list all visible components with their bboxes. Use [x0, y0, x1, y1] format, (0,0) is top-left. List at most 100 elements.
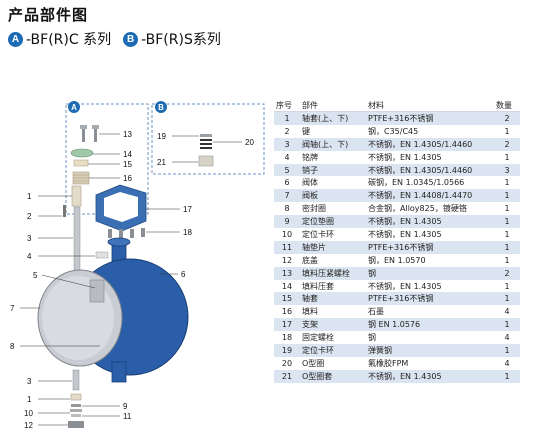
cell-qty: 1 — [504, 126, 510, 136]
cell-no: 19 — [274, 344, 300, 357]
leader-lines — [20, 133, 242, 426]
o-rings — [200, 139, 212, 149]
callout-18: 18 — [183, 228, 192, 237]
cell-no: 16 — [281, 307, 293, 317]
cell-qty: 1 — [504, 255, 510, 265]
nameplate — [95, 251, 109, 259]
callout-9: 9 — [123, 402, 128, 411]
callout-15: 15 — [123, 160, 132, 169]
cell-material: 不锈钢，EN 1.4408/1.4470 — [366, 189, 494, 203]
cell-qty: 1 — [494, 189, 520, 203]
cell-qty: 1 — [504, 229, 510, 239]
cell-no: 20 — [281, 358, 293, 368]
cell-no: 14 — [281, 281, 293, 291]
cell-qty: 1 — [494, 369, 520, 383]
cell-qty: 1 — [504, 178, 510, 188]
callout-14: 14 — [123, 150, 132, 159]
cell-part: 阀体 — [302, 178, 318, 188]
col-header-qty: 数量 — [494, 99, 520, 112]
callout-8: 8 — [10, 342, 15, 351]
cell-part: 密封圈 — [302, 204, 326, 214]
cell-part: 轴套 — [300, 292, 366, 306]
cell-no: 21 — [274, 369, 300, 383]
cell-qty: 4 — [504, 333, 510, 343]
cell-material: 钢，C35/C45 — [368, 126, 419, 136]
cell-material: 碳钢，EN 1.0345/1.0566 — [368, 178, 465, 188]
cell-material: 弹簧钢 — [366, 344, 494, 357]
callout-16: 16 — [123, 174, 132, 183]
cell-qty: 1 — [494, 344, 520, 357]
bushing — [73, 159, 89, 167]
cell-qty: 1 — [504, 204, 510, 214]
cell-material: 氟橡胶FPM — [368, 358, 409, 368]
cell-part: 阀轴(上、下) — [300, 137, 366, 151]
cell-part: 键 — [302, 126, 310, 136]
cell-material: 不锈钢，EN 1.4305/1.4460 — [366, 137, 494, 151]
callout-10: 10 — [24, 409, 33, 418]
col-header-material: 材料 — [366, 99, 494, 112]
cell-material: 石墨 — [368, 307, 384, 317]
packing-bolts — [80, 125, 99, 142]
cell-material: 钢 EN 1.0576 — [366, 318, 494, 332]
cell-material: 钢 — [366, 266, 494, 280]
cell-no: 3 — [274, 137, 300, 151]
cell-no: 5 — [274, 163, 300, 177]
cell-part: 底盖 — [302, 255, 318, 265]
bushing-upper — [71, 185, 82, 207]
cell-no: 8 — [284, 204, 290, 214]
cell-no: 9 — [274, 215, 300, 229]
retaining-ring — [200, 134, 212, 137]
callout-13: 13 — [123, 130, 132, 139]
cell-part: 阀板 — [300, 189, 366, 203]
cell-material: 合金钢，Alloy825，镀硬铬 — [368, 204, 467, 214]
cell-material: 钢 — [368, 333, 376, 343]
cell-qty: 1 — [494, 292, 520, 306]
table-row: 12 底盖 钢，EN 1.0570 1 — [274, 254, 520, 267]
cell-part: 轴垫片 — [300, 240, 366, 254]
cell-part: 销子 — [300, 163, 366, 177]
page-title: 产品部件图 — [8, 6, 89, 24]
cell-part: 铭牌 — [302, 152, 318, 162]
cell-no: 11 — [274, 240, 300, 254]
o-ring-sleeve — [198, 155, 214, 167]
callout-20: 20 — [245, 138, 254, 147]
col-header-no: 序号 — [274, 99, 300, 112]
cell-no: 1 — [274, 111, 300, 125]
bushing-lower — [70, 393, 82, 401]
key — [63, 205, 66, 217]
callout-3-upper: 3 — [27, 234, 32, 243]
cell-material: 钢，EN 1.0570 — [368, 255, 426, 265]
cell-qty: 1 — [504, 152, 510, 162]
cell-part: 定位卡环 — [302, 229, 334, 239]
callout-5: 5 — [33, 271, 38, 280]
series-b-label: -BF(R)S系列 — [141, 32, 221, 48]
cell-material: 不锈钢，EN 1.4305 — [366, 369, 494, 383]
cell-part: O型圈套 — [300, 369, 366, 383]
callout-21: 21 — [157, 158, 166, 167]
fixing-bolts — [108, 228, 145, 238]
callout-2: 2 — [27, 212, 32, 221]
cell-no: 2 — [284, 126, 290, 136]
cell-no: 10 — [281, 229, 293, 239]
cell-no: 12 — [281, 255, 293, 265]
cell-qty: 1 — [494, 215, 520, 229]
series-a-label: -BF(R)C 系列 — [26, 32, 112, 48]
box-b-badge-circle — [155, 101, 167, 113]
cell-qty: 4 — [504, 307, 510, 317]
cell-material: PTFE+316不锈钢 — [366, 240, 494, 254]
